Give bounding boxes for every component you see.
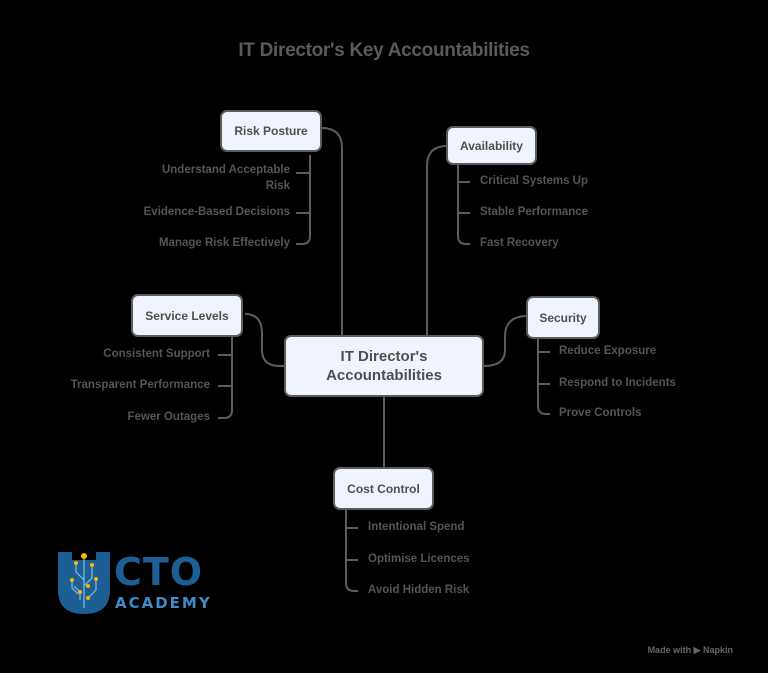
shield-circuit-icon: [58, 552, 110, 614]
leaf-consistent-support: Consistent Support: [103, 348, 210, 360]
logo-text-academy: ACADEMY: [115, 594, 212, 612]
center-label-line1: IT Director's: [340, 348, 428, 365]
leaf-intentional-spend: Intentional Spend: [368, 521, 465, 533]
branch-label: Risk Posture: [234, 124, 308, 138]
diagram-title: IT Director's Key Accountabilities: [238, 40, 530, 61]
branch-label: Security: [539, 310, 587, 325]
branch-node-security[interactable]: Security: [526, 296, 600, 339]
leaf-fewer-outages: Fewer Outages: [127, 411, 210, 423]
leaf-respond-to-incidents: Respond to Incidents: [559, 377, 676, 389]
leaf-stable-performance: Stable Performance: [480, 206, 589, 218]
made-with-napkin-credit: Made with ▶ Napkin: [647, 645, 733, 655]
leaf-understand-acceptable-risk: Understand Acceptable Risk: [161, 164, 290, 192]
branch-node-availability[interactable]: Availability: [446, 126, 537, 165]
leaf-reduce-exposure: Reduce Exposure: [559, 345, 657, 357]
leaf-fast-recovery: Fast Recovery: [480, 237, 559, 249]
branch-label: Availability: [460, 138, 523, 153]
logo-text-cto: CTO: [114, 550, 204, 594]
center-label-line2: Accountabilities: [326, 367, 442, 384]
leaf-manage-risk-effectively: Manage Risk Effectively: [158, 237, 290, 249]
branch-node-service-levels[interactable]: Service Levels: [131, 294, 243, 337]
branch-label: Cost Control: [347, 481, 420, 496]
center-node[interactable]: IT Director's Accountabilities: [284, 335, 484, 397]
branch-label: Service Levels: [145, 308, 229, 323]
leaf-prove-controls: Prove Controls: [559, 407, 642, 419]
leaf-evidence-based-decisions: Evidence-Based Decisions: [143, 206, 290, 218]
leaf-optimise-licences: Optimise Licences: [368, 553, 470, 565]
leaf-avoid-hidden-risk: Avoid Hidden Risk: [368, 584, 470, 596]
leaf-transparent-performance: Transparent Performance: [70, 379, 210, 391]
leaf-critical-systems-up: Critical Systems Up: [480, 175, 589, 187]
cto-academy-logo: CTO ACADEMY: [58, 550, 228, 616]
branch-node-risk-posture[interactable]: Risk Posture: [220, 110, 322, 152]
branch-node-cost-control[interactable]: Cost Control: [333, 467, 434, 510]
